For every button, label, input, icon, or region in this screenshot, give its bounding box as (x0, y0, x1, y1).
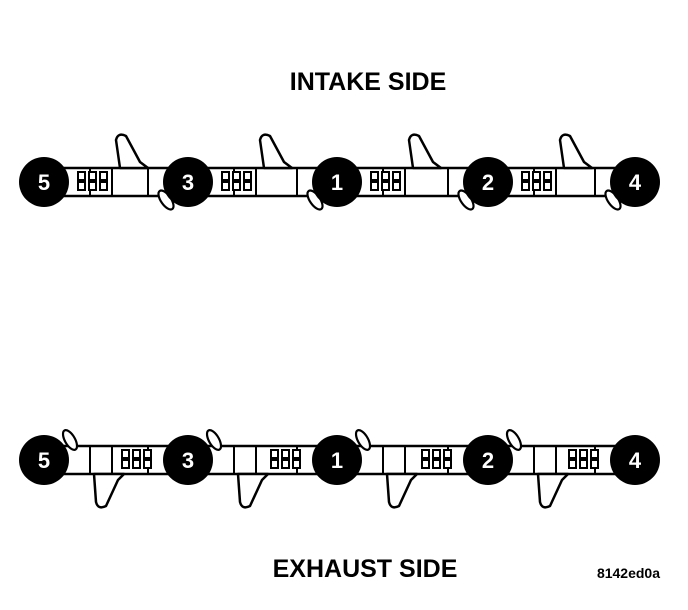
intake-spring-coil (370, 171, 401, 191)
exhaust-spring-coil (568, 449, 599, 469)
intake-spring-coil (221, 171, 252, 191)
exhaust-rocker-shaft: 5 3 1 2 4 (19, 429, 660, 509)
intake-bolt-4: 4 (610, 157, 660, 207)
exhaust-bolt-number: 2 (482, 448, 494, 473)
figure-code: 8142ed0a (597, 565, 660, 581)
intake-bolt-5: 5 (19, 157, 69, 207)
exhaust-side-title: EXHAUST SIDE (273, 555, 458, 583)
intake-bolt-head (19, 157, 69, 207)
exhaust-bolt-head (463, 435, 513, 485)
intake-spring-coil (77, 171, 108, 191)
intake-rocker-arm (258, 133, 294, 170)
exhaust-bolt-2: 2 (463, 435, 513, 485)
exhaust-adjuster-clip (205, 429, 223, 451)
exhaust-bolt-head (19, 435, 69, 485)
intake-bolt-2: 2 (463, 157, 513, 207)
exhaust-bolt-head (163, 435, 213, 485)
intake-rocker-arm (558, 133, 594, 170)
intake-bolt-number: 5 (38, 170, 50, 195)
exhaust-spring-coil (421, 449, 452, 469)
exhaust-spring-coil (121, 449, 152, 469)
exhaust-bolt-1: 1 (312, 435, 362, 485)
exhaust-rocker-arm (536, 472, 570, 509)
intake-bolt-3: 3 (163, 157, 213, 207)
intake-bolt-number: 2 (482, 170, 494, 195)
intake-bolt-1: 1 (312, 157, 362, 207)
intake-spring-coil (521, 171, 552, 191)
intake-rocker-arm (114, 133, 150, 170)
intake-bolt-head (312, 157, 362, 207)
intake-bolt-number: 1 (331, 170, 343, 195)
exhaust-rocker-arm (236, 472, 270, 509)
exhaust-rocker-arm (92, 472, 126, 509)
exhaust-bolt-number: 4 (629, 448, 642, 473)
exhaust-rocker-arm (385, 472, 419, 509)
exhaust-spring-coil (270, 449, 301, 469)
intake-rocker-shaft: 5 3 1 2 4 (19, 133, 660, 211)
exhaust-bolt-head (312, 435, 362, 485)
exhaust-bolt-4: 4 (610, 435, 660, 485)
intake-bolt-head (463, 157, 513, 207)
intake-rocker-arm (407, 133, 443, 170)
intake-bolt-number: 3 (182, 170, 194, 195)
exhaust-bolt-number: 3 (182, 448, 194, 473)
exhaust-adjuster-clip (61, 429, 79, 451)
exhaust-bolt-5: 5 (19, 435, 69, 485)
exhaust-bolt-number: 1 (331, 448, 343, 473)
exhaust-bolt-head (610, 435, 660, 485)
intake-side-title: INTAKE SIDE (290, 68, 447, 96)
exhaust-adjuster-clip (505, 429, 523, 451)
exhaust-adjuster-clip (354, 429, 372, 451)
exhaust-bolt-number: 5 (38, 448, 50, 473)
intake-bolt-head (610, 157, 660, 207)
intake-bolt-number: 4 (629, 170, 642, 195)
exhaust-bolt-3: 3 (163, 435, 213, 485)
intake-bolt-head (163, 157, 213, 207)
